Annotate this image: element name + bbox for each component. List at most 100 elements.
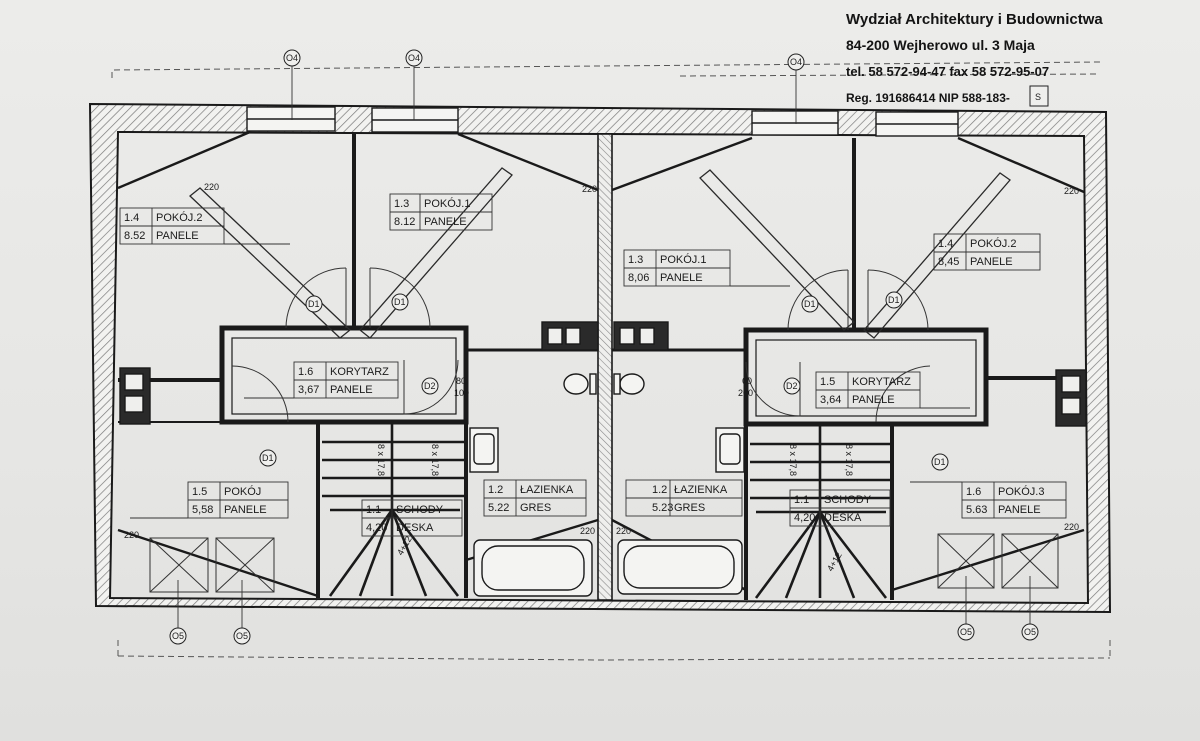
s-box xyxy=(1029,85,1049,107)
dim-80: 80 xyxy=(456,376,466,386)
dim-220-e: 220 xyxy=(580,526,595,536)
room-num-r5: 1.1 xyxy=(366,504,381,516)
stairs-dim-left-b: 8 x 17,8 xyxy=(430,444,440,476)
stairs-dim-right-a: 8 x 17,8 xyxy=(788,444,798,476)
room-num-r7: 1.3 xyxy=(628,254,643,266)
room-name-r10: KORYTARZ xyxy=(852,376,911,388)
tag-o5-a: O5 xyxy=(172,631,184,641)
room-area-r6: 5.22 xyxy=(488,502,509,514)
room-label-r3 xyxy=(244,361,399,399)
room-area-r12: 5.63 xyxy=(966,504,987,516)
dim-200: 200 xyxy=(738,388,753,398)
tag-o4-a: O4 xyxy=(286,53,298,63)
dim-100: 100 xyxy=(454,388,469,398)
bathroom-fixtures xyxy=(469,373,745,597)
room-area-r2: 8.12 xyxy=(394,216,415,228)
room-num-r2: 1.3 xyxy=(394,198,409,210)
official-stamp: Wydział Architektury i Budownictwa 84-20… xyxy=(846,11,1103,105)
door-swings xyxy=(231,267,931,423)
tag-d1-d: D1 xyxy=(888,295,900,305)
room-finish-r1: PANELE xyxy=(156,230,199,242)
tag-o5-b: O5 xyxy=(236,631,248,641)
room-name-r2: POKÓJ.1 xyxy=(424,197,470,210)
tag-d1-e: D1 xyxy=(262,453,274,463)
tag-d1-b: D1 xyxy=(394,297,406,307)
tag-leaders xyxy=(177,66,1031,628)
room-name-r12: POKÓJ.3 xyxy=(998,485,1044,498)
dim-220-d: 220 xyxy=(124,530,139,540)
tag-d1-c: D1 xyxy=(804,299,816,309)
room-finish-r2: PANELE xyxy=(424,216,467,228)
room-name-r4: POKÓJ xyxy=(224,485,261,498)
room-finish-r3: PANELE xyxy=(330,384,373,396)
dim-220-g: 220 xyxy=(1064,522,1079,532)
stamp-line-2: 84-200 Wejherowo ul. 3 Maja xyxy=(846,37,1035,53)
dim-60: 60 xyxy=(742,376,752,386)
tag-d1-a: D1 xyxy=(308,299,320,309)
room-name-r1: POKÓJ.2 xyxy=(156,211,202,224)
room-num-r1: 1.4 xyxy=(124,212,139,224)
dim-220-a: 220 xyxy=(204,182,219,192)
party-wall xyxy=(597,133,613,601)
beam-outlines xyxy=(189,167,1011,339)
room-num-r6: 1.2 xyxy=(488,484,503,496)
room-finish-r11: DESKA xyxy=(824,512,862,524)
tag-o4-c: O4 xyxy=(790,57,802,67)
room-label-r8 xyxy=(933,233,1041,271)
room-name-r7: POKÓJ.1 xyxy=(660,253,706,266)
room-num-r9: 1.2 xyxy=(652,484,667,496)
room-finish-r12: PANELE xyxy=(998,504,1041,516)
room-area-r7: 8,06 xyxy=(628,272,649,284)
room-finish-r6: GRES xyxy=(520,502,551,514)
room-finish-r4: PANELE xyxy=(224,504,267,516)
room-name-r9: ŁAZIENKA xyxy=(674,484,728,496)
room-label-r10 xyxy=(815,371,970,409)
outline-dashed xyxy=(111,61,1111,661)
room-name-r6: ŁAZIENKA xyxy=(520,484,574,496)
stairs-dim-right-b: 8 x 17,8 xyxy=(844,444,854,476)
tag-d2-a: D2 xyxy=(424,381,436,391)
room-label-r12 xyxy=(910,481,1067,519)
room-name-r5: SCHODY xyxy=(396,504,444,516)
room-name-r3: KORYTARZ xyxy=(330,366,389,378)
vent-blocks xyxy=(119,321,1087,427)
room-num-r4: 1.5 xyxy=(192,486,207,498)
stamp-line-3: tel. 58 572-94-47 fax 58 572-95-07 xyxy=(846,64,1049,79)
room-area-r5: 4,20 xyxy=(366,522,387,534)
tag-d1-f: D1 xyxy=(934,457,946,467)
room-finish-r10: PANELE xyxy=(852,394,895,406)
stairs-dim-right: 8 x 17,8 8 x 17,8 xyxy=(788,444,854,476)
tag-o5-d: O5 xyxy=(1024,627,1036,637)
room-area-r4: 5,58 xyxy=(192,504,213,516)
tag-o5-c: O5 xyxy=(960,627,972,637)
room-num-r10: 1.5 xyxy=(820,376,835,388)
dim-220-b: 220 xyxy=(582,184,597,194)
dim-220-f: 220 xyxy=(616,526,631,536)
room-label-r9 xyxy=(625,479,743,517)
room-num-r8: 1.4 xyxy=(938,238,953,250)
room-finish-r7: PANELE xyxy=(660,272,703,284)
dim-220-c: 220 xyxy=(1064,186,1079,196)
stairs-dim-left: 8 x 17,8 8 x 17,8 xyxy=(376,444,440,476)
room-area-r11: 4,20 xyxy=(794,512,815,524)
stairs-code-left: 4+12 xyxy=(395,534,414,557)
room-name-r11: SCHODY xyxy=(824,494,872,506)
room-label-r2 xyxy=(389,193,493,231)
room-finish-r9: GRES xyxy=(674,502,705,514)
tag-d2-b: D2 xyxy=(786,381,798,391)
room-area-r10: 3,64 xyxy=(820,394,841,406)
room-name-r8: POKÓJ.2 xyxy=(970,237,1016,250)
room-label-r1 xyxy=(119,207,290,245)
stamp-line-1: Wydział Architektury i Budownictwa xyxy=(846,11,1103,28)
room-area-r3: 3,67 xyxy=(298,384,319,396)
stairs-dim-left-a: 8 x 17,8 xyxy=(376,444,386,476)
s-label: S xyxy=(1035,92,1041,102)
room-num-r12: 1.6 xyxy=(966,486,981,498)
room-finish-r8: PANELE xyxy=(970,256,1013,268)
room-label-r7 xyxy=(623,249,790,287)
room-label-r4 xyxy=(130,481,289,519)
room-label-r11 xyxy=(789,489,891,527)
room-num-r3: 1.6 xyxy=(298,366,313,378)
tag-o4-b: O4 xyxy=(408,53,420,63)
